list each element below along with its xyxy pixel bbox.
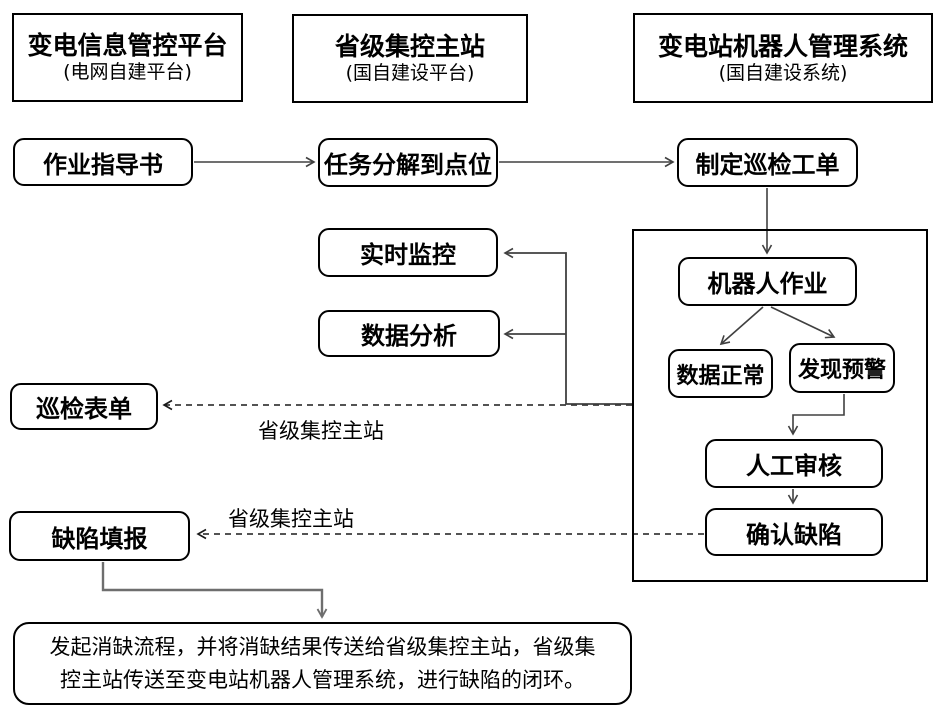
edge-robotoperation-to-datanormal [719, 306, 764, 346]
node-realtime-monitor: 实时监控 [318, 228, 498, 277]
node-task-decompose: 任务分解到点位 [318, 138, 498, 187]
header-title: 变电站机器人管理系统 [657, 31, 908, 61]
edge-alarmdetected-to-manualreview [787, 394, 845, 436]
edge-label-provincial-master-2: 省级集控主站 [228, 507, 354, 531]
header-subtitle: (电网自建平台) [63, 61, 192, 84]
edge-label-provincial-master-1: 省级集控主站 [258, 419, 384, 443]
header-box-info-platform: 变电信息管控平台 (电网自建平台) [12, 13, 243, 102]
header-box-robot-system: 变电站机器人管理系统 (国自建设系统) [633, 13, 933, 103]
node-robot-operation: 机器人作业 [678, 257, 857, 306]
edge-branch-to-realtimemonitor [503, 247, 632, 405]
node-work-instruction: 作业指导书 [13, 138, 193, 186]
node-create-inspection-order: 制定巡检工单 [677, 138, 858, 187]
header-title: 省级集控主站 [334, 32, 485, 61]
robot-system-container [632, 229, 928, 582]
node-alarm-detected: 发现预警 [789, 343, 895, 393]
node-inspection-form: 巡检表单 [10, 383, 158, 430]
node-data-normal: 数据正常 [668, 349, 773, 398]
node-closure-note: 发起消缺流程，并将消缺结果传送给省级集控主站，省级集 控主站传送至变电站机器人管… [13, 622, 632, 705]
node-data-analysis: 数据分析 [318, 310, 500, 357]
header-title: 变电信息管控平台 [27, 31, 228, 60]
closure-note-line2: 控主站传送至变电站机器人管理系统，进行缺陷的闭环。 [60, 667, 585, 692]
closure-note-line1: 发起消缺流程，并将消缺结果传送给省级集控主站，省级集 [49, 634, 596, 659]
node-confirm-defect: 确认缺陷 [705, 508, 883, 556]
node-manual-review: 人工审核 [705, 439, 883, 488]
node-defect-report: 缺陷填报 [9, 511, 190, 561]
edge-defectreport-to-note [101, 562, 328, 619]
header-box-provincial-master: 省级集控主站 (国自建设平台) [292, 14, 528, 103]
header-subtitle: (国自建设平台) [345, 62, 475, 85]
header-subtitle: (国自建设系统) [718, 61, 848, 84]
edge-robotoperation-to-alarmdetected [770, 306, 836, 339]
